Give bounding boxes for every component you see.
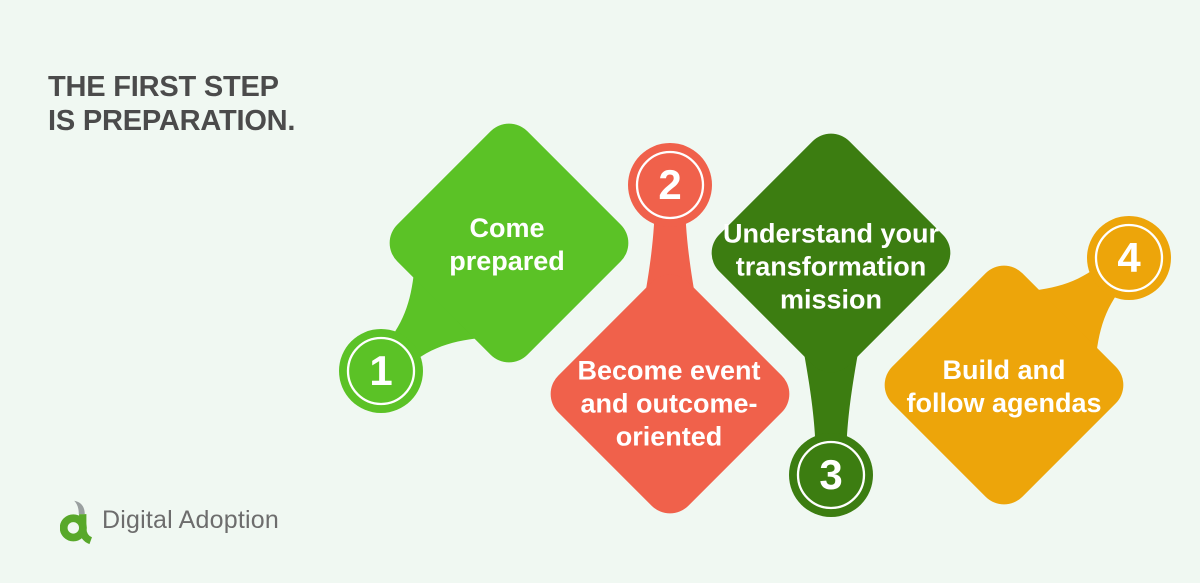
- step-3-badge-ring: [796, 440, 866, 510]
- step-3-shape: [711, 133, 951, 517]
- digital-adoption-a-leaf-icon: [60, 500, 93, 544]
- step-2-badge-circle: [628, 143, 712, 227]
- step-2-badge-ring: [635, 150, 705, 220]
- step-4-label: Build and follow agendas: [906, 355, 1102, 418]
- logo-a-stem: [79, 513, 93, 544]
- step-1-badge-circle: [339, 329, 423, 413]
- logo-leaf: [74, 500, 85, 514]
- step-3-diamond: [711, 133, 951, 373]
- step-2-diamond: [550, 274, 790, 514]
- step-1-number: 1: [369, 347, 393, 394]
- step-1-shape: [339, 123, 629, 413]
- step-2-number: 2: [658, 161, 682, 208]
- step-3-label: Understand your transformation mission: [722, 218, 940, 315]
- step-2-shape: [550, 143, 790, 514]
- step-4-number: 4: [1117, 234, 1141, 281]
- page-title: THE FIRST STEP IS PREPARATION.: [48, 71, 296, 137]
- step-4-badge-circle: [1087, 216, 1171, 300]
- step-3-number: 3: [819, 451, 843, 498]
- step-2-label: Become event and outcome- oriented: [577, 355, 761, 452]
- step-4-shape: [884, 216, 1171, 505]
- logo-text: Digital Adoption: [102, 505, 279, 534]
- step-3-badge-circle: [789, 433, 873, 517]
- digital-adoption-logo: Digital Adoption: [60, 495, 279, 545]
- step-1-label: Come prepared: [449, 213, 565, 276]
- step-1-badge-ring: [346, 336, 416, 406]
- step-4-badge-ring: [1094, 223, 1164, 293]
- step-4-diamond: [884, 265, 1124, 505]
- step-1-diamond: [389, 123, 629, 363]
